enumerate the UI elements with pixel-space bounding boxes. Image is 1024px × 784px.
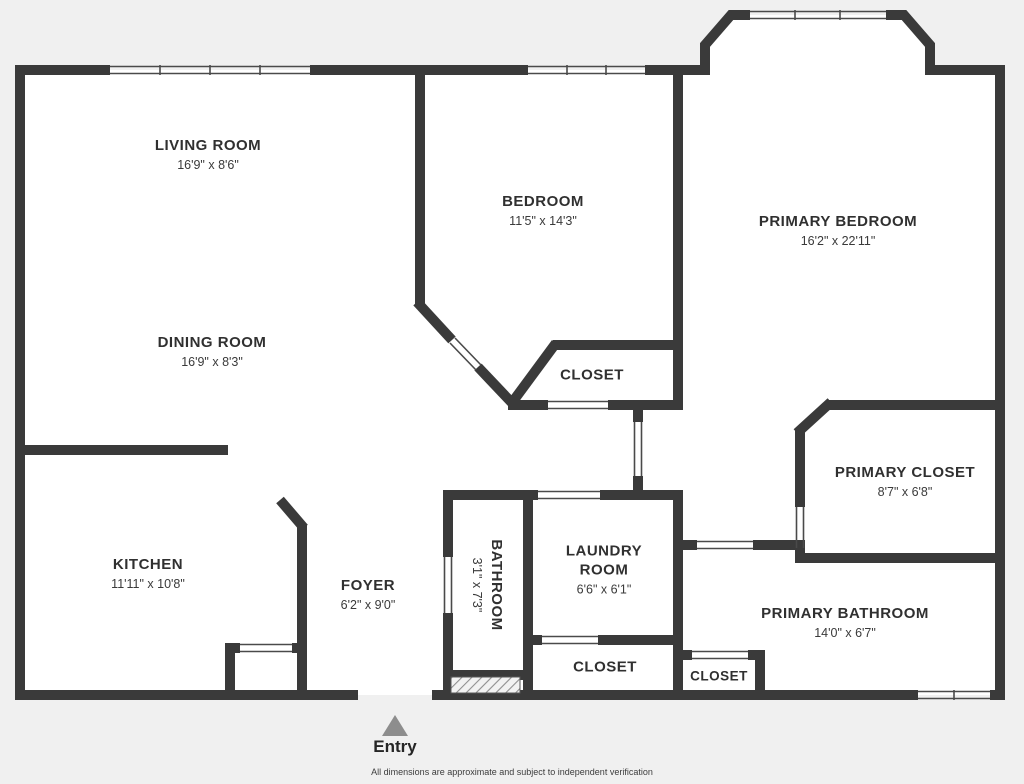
disclaimer-text: All dimensions are approximate and subje… bbox=[371, 767, 653, 777]
room-dims: 14'0" x 6'7" bbox=[814, 625, 876, 640]
room-label-dining-room: DINING ROOM 16'9" x 8'3" bbox=[158, 334, 267, 370]
room-label-bedroom: BEDROOM 11'5" x 14'3" bbox=[502, 193, 584, 229]
room-label-kitchen: KITCHEN 11'11" x 10'8" bbox=[111, 556, 185, 592]
room-dims: 11'5" x 14'3" bbox=[509, 213, 577, 228]
room-name: LAUNDRY ROOM bbox=[565, 542, 643, 579]
room-name: DINING ROOM bbox=[157, 333, 267, 351]
room-label-living-room: LIVING ROOM 16'9" x 8'6" bbox=[155, 137, 261, 173]
room-name: PRIMARY BATHROOM bbox=[761, 604, 929, 622]
hatched-area bbox=[450, 676, 521, 694]
interior-walls bbox=[15, 65, 1005, 700]
windows bbox=[110, 10, 990, 700]
room-label-laundry-room: LAUNDRY ROOM 6'6" x 6'1" bbox=[558, 542, 650, 597]
room-name: BATHROOM bbox=[488, 539, 506, 631]
room-label-bedroom-closet: CLOSET bbox=[560, 367, 624, 386]
room-name: PRIMARY CLOSET bbox=[834, 463, 976, 481]
room-name: BEDROOM bbox=[502, 192, 584, 210]
floor-area bbox=[20, 15, 1000, 695]
room-dims: 6'6" x 6'1" bbox=[576, 581, 632, 596]
room-name: LIVING ROOM bbox=[154, 136, 262, 154]
room-label-bathroom: BATHROOM 3'1" x 7'3" bbox=[469, 539, 505, 630]
entry-label: Entry bbox=[373, 737, 417, 756]
room-label-foyer: FOYER 6'2" x 9'0" bbox=[341, 577, 396, 613]
room-label-primary-bathroom: PRIMARY BATHROOM 14'0" x 6'7" bbox=[761, 605, 929, 641]
room-name: CLOSET bbox=[573, 658, 637, 676]
room-label-primary-closet: PRIMARY CLOSET 8'7" x 6'8" bbox=[835, 464, 975, 500]
room-label-entry-closet: CLOSET bbox=[690, 669, 748, 686]
room-dims: 3'1" x 7'3" bbox=[470, 557, 485, 613]
entry-arrow-icon bbox=[382, 715, 408, 736]
room-dims: 16'2" x 22'11" bbox=[800, 233, 876, 248]
room-name: FOYER bbox=[340, 576, 396, 594]
room-name: CLOSET bbox=[560, 366, 624, 384]
room-name: PRIMARY BEDROOM bbox=[758, 212, 918, 230]
door-openings bbox=[240, 337, 805, 660]
room-name: KITCHEN bbox=[112, 555, 184, 573]
room-label-hall-closet: CLOSET bbox=[573, 659, 637, 678]
room-dims: 8'7" x 6'8" bbox=[877, 484, 933, 499]
room-dims: 11'11" x 10'8" bbox=[111, 576, 185, 591]
room-dims: 16'9" x 8'3" bbox=[181, 354, 243, 369]
room-dims: 16'9" x 8'6" bbox=[177, 157, 239, 172]
room-dims: 6'2" x 9'0" bbox=[340, 597, 396, 612]
room-label-primary-bedroom: PRIMARY BEDROOM 16'2" x 22'11" bbox=[759, 213, 917, 249]
room-name: CLOSET bbox=[690, 668, 748, 684]
